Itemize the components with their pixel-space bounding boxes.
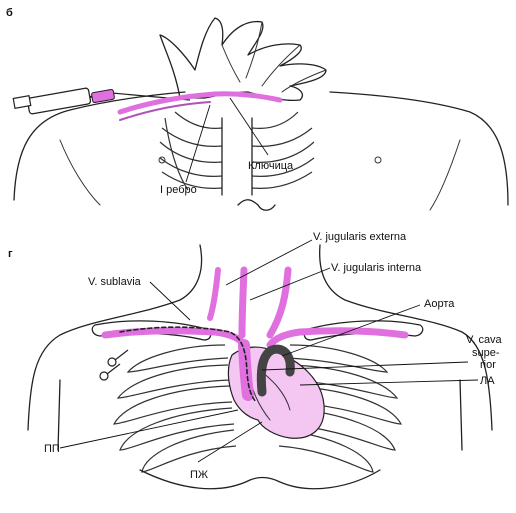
label-external-jugular: V. jugularis externa [313,231,407,243]
label-svc-line3: rior [480,359,496,371]
label-svc-line1: V. cava [466,334,503,346]
label-right-atrium: ПП [44,443,60,455]
top-panel: б [6,7,508,210]
external-jugular-vein [210,270,218,318]
label-clavicle: Ключица [248,160,294,172]
palpating-hand [160,18,326,100]
label-right-ventricle: ПЖ [190,469,208,481]
puncture-needle [100,350,128,380]
label-internal-jugular: V. jugularis interna [331,262,422,274]
label-aorta: Аорта [424,298,455,310]
internal-jugular-vein [242,270,288,335]
label-svc-line2: supe- [472,347,500,359]
label-subclavian: V. sublavia [88,276,142,288]
label-pulmonary-artery: ЛА [480,375,495,387]
panel-letter-bottom: г [8,248,13,260]
label-first-rib: I ребро [160,184,197,196]
subclavian-vein [105,331,244,345]
bottom-panel: г [8,231,503,489]
right-subclavian-vein [270,331,405,345]
panel-letter-top: б [6,7,13,19]
